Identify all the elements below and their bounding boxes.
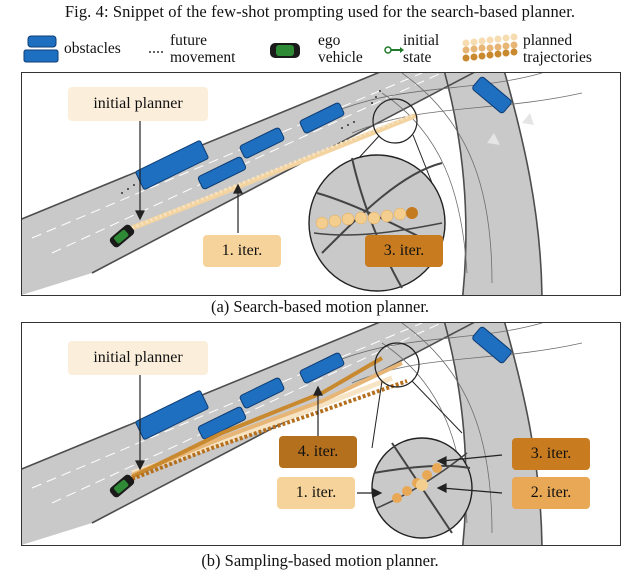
legend-initial-label-1: initial bbox=[403, 32, 440, 49]
panel-b-caption: (b) Sampling-based motion planner. bbox=[201, 551, 439, 570]
legend-graphics bbox=[23, 33, 518, 63]
panel-a-caption: (a) Search-based motion planner. bbox=[210, 297, 430, 316]
panel-b-graphics bbox=[22, 323, 583, 545]
panel-a-scene: initial planner 1. iter. 3. iter. bbox=[21, 72, 621, 296]
panel-b-scene: initial planner 4. iter. 1. iter. 3. ite… bbox=[21, 322, 621, 546]
ego-vehicle bbox=[109, 224, 135, 248]
future-movement-icon bbox=[149, 51, 163, 53]
obstacle-vehicles bbox=[135, 76, 512, 190]
zoom-inset bbox=[371, 342, 473, 539]
legend-planned-label-2: trajectories bbox=[523, 49, 592, 66]
legend-planned-label-1: planned bbox=[523, 32, 573, 49]
panel-b-iter-1-label: 1. iter. bbox=[277, 477, 355, 509]
planned-trajectory bbox=[131, 111, 418, 231]
legend-initial-label-2: state bbox=[403, 49, 432, 66]
obstacle-vehicles bbox=[135, 326, 512, 440]
legend-future-label-2: movement bbox=[170, 49, 236, 66]
ego-vehicle-icon bbox=[270, 43, 300, 58]
planned-trajectories bbox=[131, 356, 408, 481]
legend-ego-label-2: vehicle bbox=[318, 49, 363, 66]
panel-b-iter-4-label: 4. iter. bbox=[279, 436, 357, 468]
panel-a-initial-planner-label: initial planner bbox=[68, 87, 208, 121]
initial-state-icon bbox=[384, 46, 404, 54]
panel-b-iter-2-label: 2. iter. bbox=[512, 477, 590, 509]
legend-obstacles-label: obstacles bbox=[64, 40, 121, 57]
panel-a-graphics bbox=[22, 73, 583, 295]
legend-future-label-1: future bbox=[170, 32, 208, 49]
panel-b-initial-planner-label: initial planner bbox=[68, 341, 208, 375]
pointer-arrows bbox=[135, 373, 503, 498]
ego-vehicle bbox=[109, 474, 135, 498]
figure-caption: Fig. 4: Snippet of the few-shot promptin… bbox=[64, 2, 576, 21]
panel-a-iter-1-label: 1. iter. bbox=[203, 235, 281, 267]
panel-b-iter-3-label: 3. iter. bbox=[512, 438, 590, 470]
pointer-arrows bbox=[135, 115, 243, 233]
panel-a-iter-3-label: 3. iter. bbox=[365, 235, 443, 267]
planned-trajectories-icon bbox=[462, 33, 518, 62]
legend-ego-label-1: ego bbox=[318, 32, 341, 49]
legend: obstacles future movement ego vehicle in… bbox=[0, 30, 640, 70]
obstacles-icon bbox=[23, 35, 59, 63]
